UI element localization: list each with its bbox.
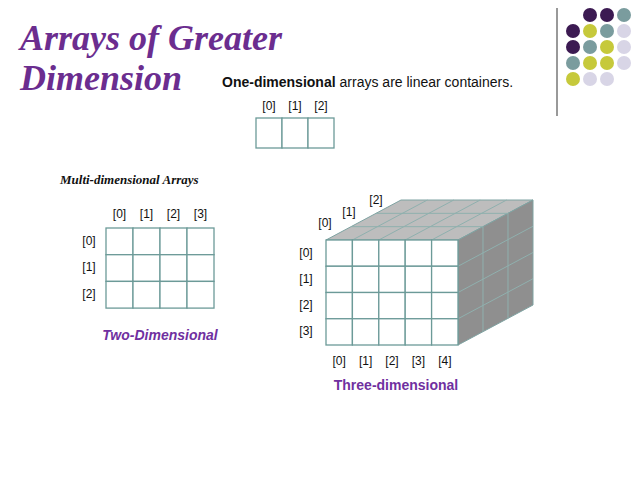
array-cell xyxy=(133,281,160,308)
array-cell xyxy=(379,266,405,292)
array-cell xyxy=(352,240,378,266)
decor-dots xyxy=(566,8,631,86)
array-cell xyxy=(379,293,405,319)
decor-dot xyxy=(566,40,580,54)
array-cell xyxy=(187,228,214,255)
figure-caption: Two-Dimensional xyxy=(102,327,217,343)
decor-dot xyxy=(617,8,631,22)
array-cell xyxy=(106,228,133,255)
array-cell xyxy=(379,319,405,345)
array-cell xyxy=(256,118,282,148)
array-cell xyxy=(160,281,187,308)
array-cell xyxy=(405,240,431,266)
decor-dot xyxy=(583,24,597,38)
decor-dot xyxy=(566,56,580,70)
array-cell xyxy=(106,281,133,308)
decor-dot xyxy=(617,24,631,38)
decor-dot xyxy=(600,40,614,54)
index-label: [0] xyxy=(82,235,95,249)
array-cell xyxy=(352,266,378,292)
array-cell xyxy=(432,240,458,266)
index-label: [2] xyxy=(314,100,327,114)
index-label: [2] xyxy=(299,299,312,313)
decor-dot xyxy=(583,8,597,22)
index-label: [0] xyxy=(262,100,275,114)
cube-grid-line xyxy=(376,213,508,214)
index-label: [2] xyxy=(385,355,398,369)
subtitle-bold: One-dimensional xyxy=(222,74,336,90)
index-label: [0] xyxy=(318,217,331,231)
decor-dot xyxy=(600,56,614,70)
index-label: [0] xyxy=(299,247,312,261)
array-cell xyxy=(133,228,160,255)
index-label: [0] xyxy=(333,355,346,369)
index-label: [3] xyxy=(194,208,207,222)
index-label: [4] xyxy=(438,355,451,369)
array-cell xyxy=(133,255,160,282)
index-label: [3] xyxy=(412,355,425,369)
index-label: [3] xyxy=(299,325,312,339)
array-cell xyxy=(326,319,352,345)
decor-dot xyxy=(583,40,597,54)
array-cell xyxy=(187,281,214,308)
array-cell xyxy=(405,319,431,345)
index-label: [2] xyxy=(369,194,382,208)
decor-dot xyxy=(600,8,614,22)
cube-grid-line xyxy=(458,279,533,319)
decor-dot xyxy=(583,72,597,86)
decor-dot xyxy=(617,40,631,54)
section-heading: Multi-dimensional Arrays xyxy=(60,173,199,188)
array-cell xyxy=(432,293,458,319)
one-d-grid xyxy=(256,118,334,148)
subtitle-text: arrays are linear containers. xyxy=(340,74,514,90)
decor-dot xyxy=(583,56,597,70)
cube-grid-line xyxy=(458,226,533,266)
decor-dot xyxy=(566,24,580,38)
array-cell xyxy=(308,118,334,148)
index-label: [1] xyxy=(140,208,153,222)
array-cell xyxy=(352,319,378,345)
array-cell xyxy=(432,266,458,292)
array-cell xyxy=(187,255,214,282)
array-cell xyxy=(432,319,458,345)
index-label: [1] xyxy=(342,206,355,220)
decor-dot xyxy=(566,72,580,86)
cube-grid-line xyxy=(458,253,533,293)
array-cell xyxy=(160,228,187,255)
index-label: [1] xyxy=(359,355,372,369)
array-cell xyxy=(106,255,133,282)
array-cell xyxy=(405,293,431,319)
index-label: [0] xyxy=(113,208,126,222)
cube-side-face xyxy=(458,200,533,345)
decor-dot xyxy=(600,72,614,86)
cube-grid-line xyxy=(432,200,507,240)
cube-front-face xyxy=(326,240,458,345)
cube-grid-line xyxy=(351,226,483,227)
decor-dot xyxy=(600,24,614,38)
array-cell xyxy=(160,255,187,282)
index-label: [2] xyxy=(167,208,180,222)
decor-dot xyxy=(617,56,631,70)
array-cell xyxy=(326,240,352,266)
array-cell xyxy=(352,293,378,319)
index-label: [2] xyxy=(82,288,95,302)
array-cell xyxy=(379,240,405,266)
cube-grid-lines xyxy=(351,200,533,332)
index-label: [1] xyxy=(299,273,312,287)
array-cell xyxy=(282,118,308,148)
index-label: [1] xyxy=(288,100,301,114)
array-cell xyxy=(405,266,431,292)
array-cell xyxy=(326,293,352,319)
figure-caption: Three-dimensional xyxy=(334,377,458,393)
index-label: [1] xyxy=(82,261,95,275)
array-cell xyxy=(326,266,352,292)
two-d-grid xyxy=(106,228,214,308)
decor-rule xyxy=(556,8,557,116)
